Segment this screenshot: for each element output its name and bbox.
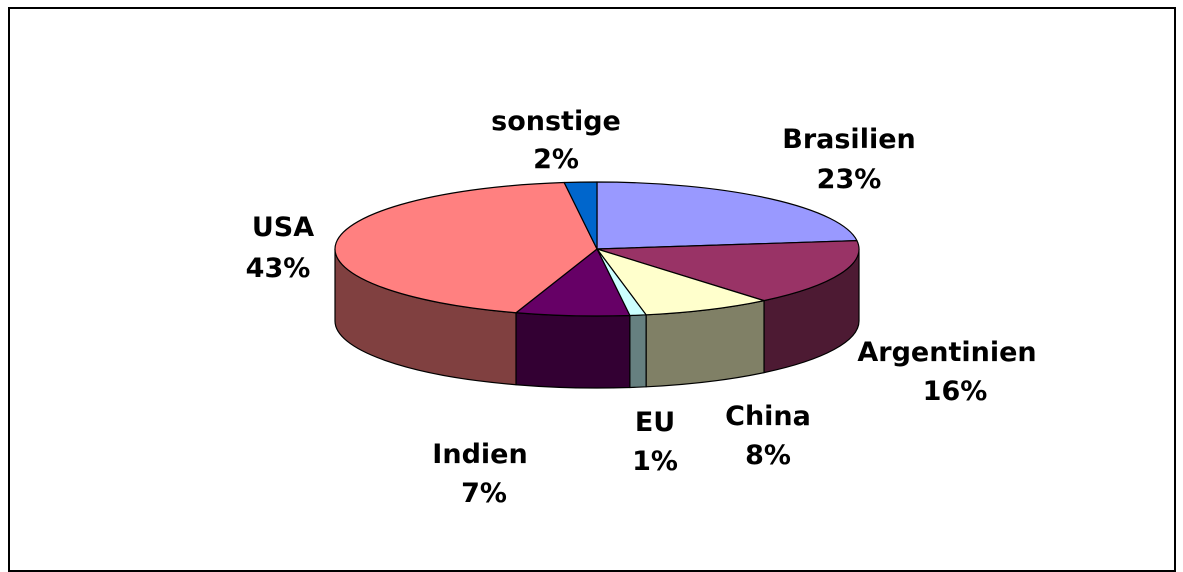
label-brasilien-value: 23% xyxy=(817,164,882,195)
slice-top-usa xyxy=(334,181,598,314)
label-argentinien-name: Argentinien xyxy=(857,337,1036,368)
label-sonstige-value: 2% xyxy=(533,144,579,175)
slice-side-indien xyxy=(515,312,631,389)
slice-top-brasilien xyxy=(596,181,858,250)
label-argentinien-value: 16% xyxy=(923,376,988,407)
label-usa-name: USA xyxy=(252,212,314,243)
label-indien-name: Indien xyxy=(432,439,527,470)
slice-top-sonstige xyxy=(563,181,598,250)
pie-top xyxy=(334,181,860,317)
label-sonstige-name: sonstige xyxy=(491,106,621,137)
label-usa-value: 43% xyxy=(246,253,311,284)
slice-top-indien xyxy=(515,248,631,317)
label-china-value: 8% xyxy=(745,440,791,471)
label-eu-name: EU xyxy=(635,407,675,438)
pie-sides xyxy=(334,248,860,389)
label-eu-value: 1% xyxy=(632,446,678,477)
slice-top-china xyxy=(596,248,765,316)
label-indien-value: 7% xyxy=(461,478,507,509)
label-brasilien-name: Brasilien xyxy=(782,124,915,155)
slice-side-eu xyxy=(629,314,647,389)
slice-top-argentinien xyxy=(596,240,860,302)
label-china-name: China xyxy=(725,401,811,432)
